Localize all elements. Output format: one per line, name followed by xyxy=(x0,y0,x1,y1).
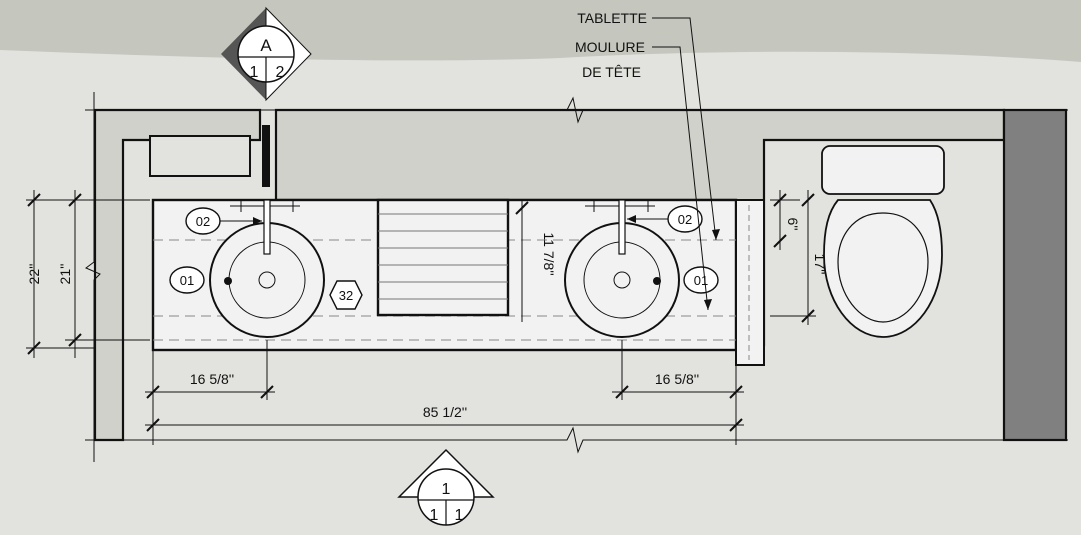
svg-text:1: 1 xyxy=(442,481,451,498)
svg-text:32: 32 xyxy=(339,288,353,303)
svg-text:1: 1 xyxy=(430,507,439,524)
drain-dot xyxy=(653,277,661,285)
svg-text:85 1/2'': 85 1/2'' xyxy=(423,404,467,420)
faucet-icon xyxy=(230,199,300,255)
svg-text:17'': 17'' xyxy=(812,254,828,275)
svg-text:01: 01 xyxy=(694,273,708,288)
section-marker-icon[interactable]: A 1 2 xyxy=(221,6,312,102)
annotation-tablette: TABLETTE xyxy=(577,10,647,26)
svg-text:11 7/8'': 11 7/8'' xyxy=(541,232,557,275)
svg-text:02: 02 xyxy=(678,212,692,227)
faucet-tag: 02 xyxy=(667,205,703,233)
wall-section xyxy=(93,108,1068,442)
svg-text:2: 2 xyxy=(276,64,285,81)
break-line-icon xyxy=(85,96,1068,124)
ceiling-band xyxy=(0,0,1081,62)
dim-right-offset xyxy=(612,340,744,445)
drain-dot xyxy=(224,277,232,285)
svg-text:01: 01 xyxy=(180,273,194,288)
wall-niche xyxy=(149,135,251,177)
dim-sink-depth xyxy=(515,200,529,322)
dim-counter-length xyxy=(145,418,744,432)
side-panel xyxy=(735,199,765,366)
svg-text:6'': 6'' xyxy=(785,217,801,230)
annotation-moulure-2: DE TÊTE xyxy=(582,64,641,80)
svg-text:21'': 21'' xyxy=(57,264,73,285)
svg-text:16 5/8'': 16 5/8'' xyxy=(655,371,699,387)
toilet-icon xyxy=(821,145,945,338)
wall-post xyxy=(262,125,270,187)
annotation-moulure: MOULURE xyxy=(575,39,645,55)
dim-21 xyxy=(65,190,150,358)
sink-tag: 01 xyxy=(169,266,205,294)
break-line-icon xyxy=(85,426,1068,454)
hex-tag: 32 xyxy=(329,280,363,310)
svg-text:A: A xyxy=(260,36,272,55)
svg-text:02: 02 xyxy=(196,214,210,229)
svg-text:22'': 22'' xyxy=(26,264,42,285)
faucet-tag: 02 xyxy=(185,207,221,235)
dim-toilet xyxy=(770,190,816,325)
dim-left-offset xyxy=(145,340,275,445)
svg-text:1: 1 xyxy=(250,64,259,81)
elevation-marker-icon[interactable]: 1 1 1 xyxy=(397,448,495,526)
center-drawer xyxy=(376,198,510,317)
sink-tag: 01 xyxy=(683,266,719,294)
svg-text:1: 1 xyxy=(455,507,464,524)
faucet-icon xyxy=(585,199,655,255)
break-line-icon xyxy=(85,92,101,462)
annotation-leaders xyxy=(652,17,717,311)
svg-text:16 5/8'': 16 5/8'' xyxy=(190,371,234,387)
